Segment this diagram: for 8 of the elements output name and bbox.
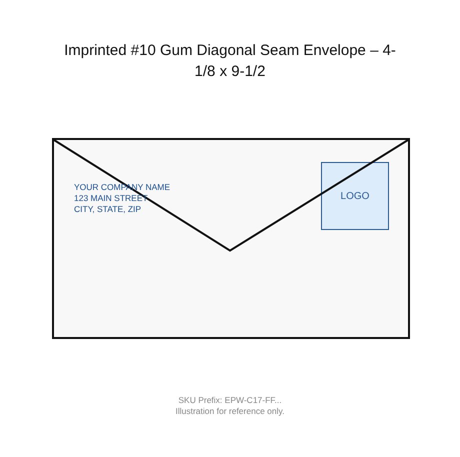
placeholder-text: LOGO — [340, 190, 370, 202]
return-address-line: 123 MAIN STREET — [74, 193, 148, 203]
return-address-line: CITY, STATE, ZIP — [74, 204, 142, 214]
note-text: Illustration for reference only. — [174, 406, 286, 416]
title: Imprinted #10 Gum Diagonal Seam Envelope – 4-1/8 x 9-1/2 — [63, 41, 397, 82]
envelope-outline — [52, 138, 410, 339]
note-text: SKU Prefix: EPW-C17-FF... — [177, 395, 283, 405]
placeholder-box — [321, 162, 389, 230]
